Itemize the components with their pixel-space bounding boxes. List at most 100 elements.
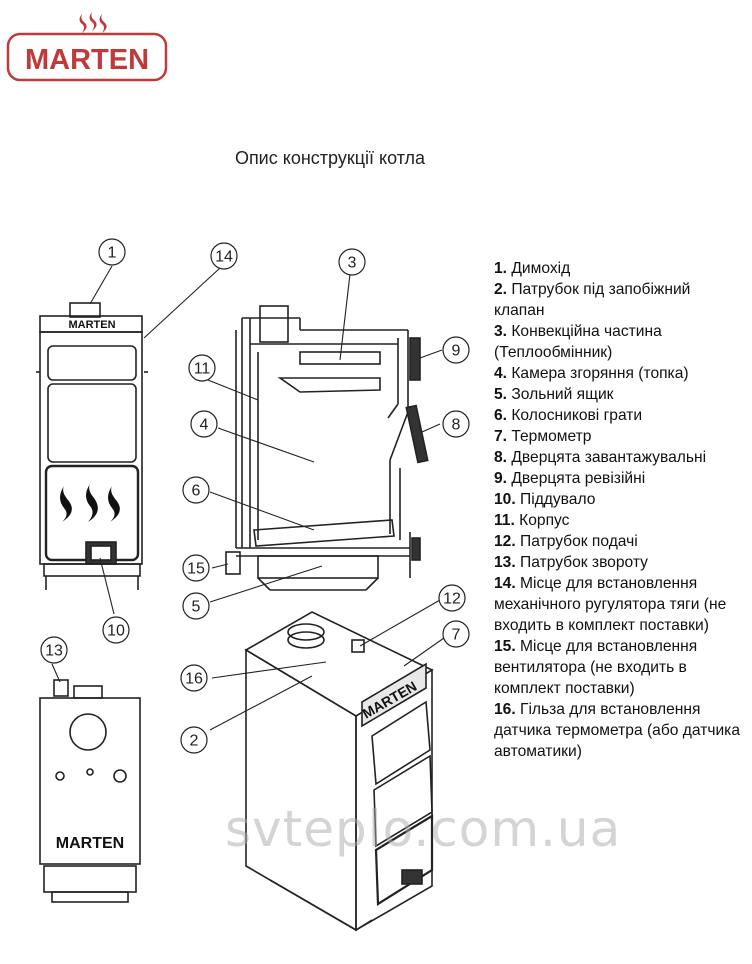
callout-5: 5 [182,592,210,620]
flame-icon [79,12,107,33]
callout-circle [188,354,216,382]
callout-circle [182,476,210,504]
callout-1: 1 [98,238,126,266]
legend-item: 15. Місце для встановлення вентилятора (… [494,636,744,699]
callout-number: 4 [200,417,209,434]
legend-number: 12. [494,533,516,550]
callout-7: 7 [442,620,470,648]
legend-item: 16. Гільза для встановлення датчика терм… [494,699,744,762]
callout-number: 14 [215,249,233,266]
callout-4: 4 [190,410,218,438]
legend-text: Місце для встановлення механічного ругул… [494,575,727,634]
callout-circle [180,726,208,754]
legend-item: 3. Конвекційна частина (Теплообмінник) [494,321,744,363]
legend-number: 8. [494,449,508,466]
legend-text: Місце для встановлення вентилятора (не в… [494,638,698,697]
legend-item: 8. Дверцята завантажувальні [494,447,744,468]
legend-text: Камера згоряння (топка) [507,365,689,382]
legend-text: Зольний ящик [507,386,614,403]
legend-item: 13. Патрубок звороту [494,552,744,573]
callout-number: 1 [108,245,117,262]
front-nameplate: MARTEN [68,319,115,331]
callout-circle [338,248,366,276]
legend-number: 11. [494,512,515,529]
back-view [39,679,141,903]
legend-item: 9. Дверцята ревізійні [494,468,744,489]
legend-text: Димохід [507,260,571,277]
legend-item: 12. Патрубок подачі [494,531,744,552]
legend-item: 4. Камера згоряння (топка) [494,363,744,384]
callout-number: 2 [190,733,199,750]
callout-number: 15 [187,561,205,578]
front-flames [60,484,120,522]
legend-text: Гільза для встановлення датчика термомет… [494,701,741,760]
legend-number: 1. [494,260,508,277]
back-nameplate: MARTEN [56,835,124,852]
callout-circle [438,584,466,612]
legend-number: 6. [494,407,508,424]
callout-14: 14 [210,242,238,270]
legend-number: 13. [494,554,516,571]
legend-text: Колосникові грати [507,407,643,424]
callout-circle [98,238,126,266]
legend-text: Дверцята завантажувальні [507,449,707,466]
legend-text: Дверцята ревізійні [507,470,646,487]
callout-number: 9 [452,343,461,360]
legend-text: Термометр [507,428,592,445]
section-view [225,305,411,591]
legend-item: 14. Місце для встановлення механічного р… [494,573,744,636]
legend-number: 9. [494,470,508,487]
iso-view [244,611,434,932]
callout-circle [442,410,470,438]
legend-number: 3. [494,323,508,340]
callout-number: 13 [45,643,63,660]
legend-item: 10. Піддувало [494,489,744,510]
front-view [36,302,148,590]
legend-number: 10. [494,491,516,508]
section-doors [405,337,429,561]
callout-number: 5 [192,599,201,616]
legend-item: 1. Димохід [494,258,744,279]
callout-16: 16 [180,664,208,692]
callout-10: 10 [102,616,130,644]
legend-text: Конвекційна частина (Теплообмінник) [494,323,662,361]
callout-15: 15 [182,554,210,582]
callout-circle [102,616,130,644]
callout-number: 11 [194,361,211,378]
callout-circle [190,410,218,438]
legend-number: 16. [494,701,516,718]
callout-2: 2 [180,726,208,754]
callout-number: 3 [348,255,357,272]
callout-number: 16 [185,671,203,688]
callout-3: 3 [338,248,366,276]
callout-number: 7 [452,627,461,644]
callout-number: 12 [443,591,461,608]
legend-text: Патрубок під запобіжний клапан [494,281,691,319]
callout-12: 12 [438,584,466,612]
legend-item: 2. Патрубок під запобіжний клапан [494,279,744,321]
callout-number: 10 [107,623,125,640]
legend-number: 15. [494,638,516,655]
legend-item: 11. Корпус [494,510,744,531]
leader-lines [51,265,445,731]
legend-number: 5. [494,386,508,403]
callout-8: 8 [442,410,470,438]
legend-text: Патрубок подачі [515,533,638,550]
callout-13: 13 [40,636,68,664]
legend-number: 4. [494,365,508,382]
marten-logo: MARTEN [6,12,168,82]
legend-text: Патрубок звороту [515,554,648,571]
callout-circle [40,636,68,664]
legend-item: 5. Зольний ящик [494,384,744,405]
legend-text: Піддувало [515,491,596,508]
legend-item: 7. Термометр [494,426,744,447]
legend-text: Корпус [514,512,570,529]
callout-circle [182,592,210,620]
legend-number: 14. [494,575,516,592]
callout-11: 11 [188,354,216,382]
callout-6: 6 [182,476,210,504]
logo-text: MARTEN [25,44,149,76]
